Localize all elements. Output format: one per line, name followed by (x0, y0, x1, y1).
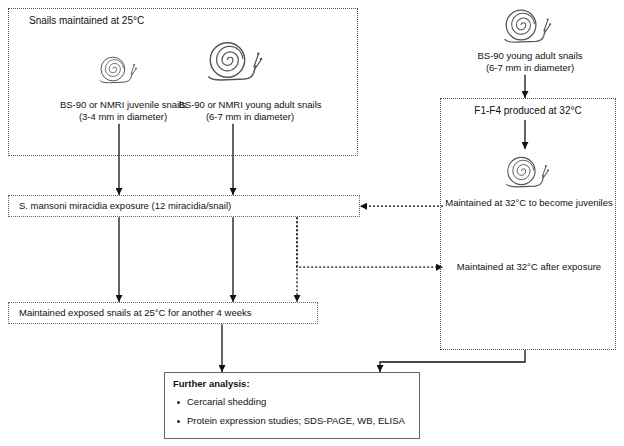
connector (118, 217, 119, 302)
process-box: Maintained exposed snails at 25°C for an… (8, 302, 318, 324)
box-heading: Further analysis: (173, 378, 411, 390)
connector (380, 350, 525, 372)
connector (360, 206, 443, 207)
juvenile-snail (100, 57, 137, 83)
bullet (177, 420, 180, 423)
connector (524, 75, 525, 98)
snail-label: BS-90 or NMRI young adult snails(6-7 mm … (155, 99, 345, 124)
step-label: Maintained at 32°C after exposure (443, 261, 615, 273)
group-heading: F1-F4 produced at 32°C (441, 104, 615, 117)
analysis-box: Further analysis: Cercarial sheddingProte… (164, 372, 420, 439)
connector (232, 124, 233, 195)
connector (232, 217, 233, 302)
connector (118, 124, 119, 195)
node-text: (3-4 mm in diameter) (39, 111, 207, 123)
node-text: Maintained exposed snails at 25°C for an… (19, 307, 307, 319)
connector (221, 324, 222, 372)
bullet-item: Cercarial shedding (173, 396, 411, 408)
bullet-item: Protein expression studies; SDS-PAGE, WB… (173, 415, 411, 427)
node-text: Maintained at 32°C after exposure (443, 261, 615, 273)
node-text: S. mansoni miracidia exposure (12 miraci… (19, 200, 349, 212)
node-text: BS-90 young adult snails (445, 50, 615, 62)
snail-label: BS-90 young adult snails(6-7 mm in diame… (445, 50, 615, 75)
node-text: (6-7 mm in diameter) (155, 111, 345, 123)
bullet (177, 401, 180, 404)
group-box: F1-F4 produced at 32°C Maintained at 32°C… (440, 98, 616, 350)
process-box: S. mansoni miracidia exposure (12 miraci… (8, 195, 360, 217)
step-label: Maintained at 32°C to become juveniles (443, 147, 615, 209)
adult-snail (208, 43, 262, 80)
group-box: Snails maintained at 25°CBS-90 or NMRI j… (8, 8, 358, 156)
inner-arrow (524, 120, 525, 149)
connector (297, 217, 443, 267)
group-heading: Snails maintained at 25°C (29, 14, 144, 27)
node-text: (6-7 mm in diameter) (445, 62, 615, 74)
adult-snail (505, 10, 551, 42)
node-text: Maintained at 32°C to become juveniles (443, 197, 615, 209)
f-generation-snail (506, 157, 549, 186)
node-text: BS-90 or NMRI young adult snails (155, 99, 345, 111)
